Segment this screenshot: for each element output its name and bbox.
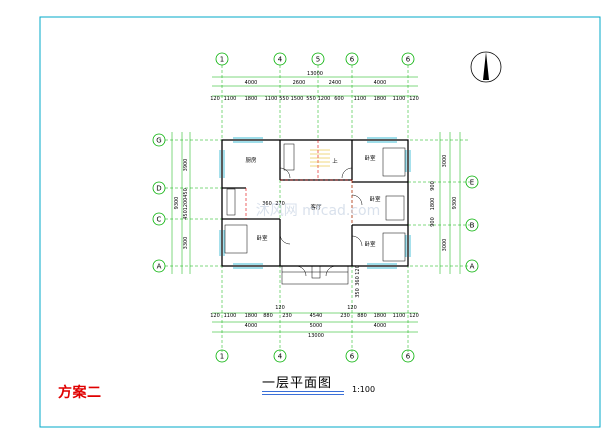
dim-right-0: 3000: [442, 155, 448, 168]
dim-top-c: 2400: [329, 80, 342, 86]
dim-right-2: 1800: [430, 198, 436, 211]
north-arrow-icon: [470, 51, 502, 83]
dim-left-5: 9300: [174, 197, 180, 210]
dim-bot1-10: 120: [409, 313, 419, 319]
axis-label-bottom-4: 6: [406, 353, 411, 361]
dim-bot1-2: 1800: [245, 313, 258, 319]
dim-top3-2: 1800: [245, 96, 258, 102]
axis-label-bottom-2: 4: [278, 353, 283, 361]
dim-bot1-8: 1800: [374, 313, 387, 319]
dim-top3-1: 1100: [224, 96, 237, 102]
dim-bot2-0: 4000: [245, 323, 258, 329]
dim-inner-0: 360: [262, 201, 272, 207]
dim-top3-11: 1100: [393, 96, 406, 102]
scheme-label: 方案二: [58, 385, 102, 401]
dim-bot1-9: 1100: [393, 313, 406, 319]
drawing-title: 一层平面图: [262, 376, 333, 391]
dim-bot1-4: 230: [282, 313, 292, 319]
dim-top3-5: 1500: [291, 96, 304, 102]
room-bedroom-ne: 卧室: [364, 154, 376, 162]
room-hall: 客厅: [310, 203, 322, 211]
entrance-steps: [281, 265, 349, 285]
dim-left-2: 1200: [183, 198, 189, 211]
title-underline-2: [262, 394, 344, 395]
room-bedroom-se: 卧室: [364, 240, 376, 248]
door-swings: [279, 167, 363, 277]
watermark: 沐风网 mfcad.com: [256, 203, 381, 219]
dim-top3-9: 1100: [354, 96, 367, 102]
axis-label-top-3: 5: [316, 56, 320, 64]
sheet-frame: [39, 16, 601, 428]
axis-label-right-2: B: [470, 222, 475, 230]
dim-top-a: 4000: [245, 80, 258, 86]
dim-inner-3: 360: [355, 276, 361, 286]
room-kitchen: 厨房: [245, 156, 257, 164]
axis-label-right-3: A: [470, 263, 475, 271]
dim-top3-10: 1800: [374, 96, 387, 102]
red-lines: [245, 140, 353, 225]
dim-right-1: 900: [430, 181, 436, 191]
axis-label-right-1: E: [470, 179, 474, 187]
dim-inner-2: 120: [355, 265, 361, 275]
dim-left-3: 450: [183, 210, 189, 220]
axis-label-left-4: A: [157, 263, 162, 271]
axis-label-top-1: 1: [220, 56, 224, 64]
dim-bot2-1: 5000: [310, 323, 323, 329]
dim-left-0: 3900: [183, 159, 189, 172]
dim-right-3: 900: [430, 217, 436, 227]
drawing-scale: 1:100: [352, 385, 376, 394]
dim-bot2-2: 4000: [374, 323, 387, 329]
dim-bot1-6: 230: [340, 313, 350, 319]
axis-label-bottom-3: 6: [350, 353, 355, 361]
dim-top3-12: 120: [409, 96, 419, 102]
dim-bot3-0: 13000: [308, 333, 324, 339]
dim-top3-0: 120: [210, 96, 220, 102]
axis-label-left-3: C: [157, 216, 162, 224]
dim-bot1-5: 4540: [310, 313, 323, 319]
dim-left-4: 3300: [183, 237, 189, 250]
axis-label-left-2: D: [156, 185, 161, 193]
dim-top3-6: 550: [306, 96, 316, 102]
dim-inner-1: 270: [275, 201, 285, 207]
dim-top3-4: 550: [279, 96, 289, 102]
axis-label-top-4: 6: [350, 56, 355, 64]
axis-label-top-5: 6: [406, 56, 411, 64]
dim-bot1-7: 880: [357, 313, 367, 319]
dim-bot1-1: 1100: [224, 313, 237, 319]
dim-top3-7: 1200: [318, 96, 331, 102]
stair-icon: [310, 149, 330, 167]
dim-bot-small-0: 120: [275, 305, 285, 311]
dim-bot1-3: 880: [263, 313, 273, 319]
dim-right-4: 3000: [442, 239, 448, 252]
dim-top3-3: 1100: [265, 96, 278, 102]
dim-inner-4: 350: [355, 288, 361, 298]
dim-right-5: 9300: [452, 197, 458, 210]
dim-top-total: 13000: [307, 71, 323, 77]
dim-top3-8: 600: [334, 96, 344, 102]
axis-label-top-2: 4: [278, 56, 283, 64]
room-bedroom-nw: 卧室: [256, 234, 268, 242]
stair-up-label: 上: [332, 157, 338, 165]
axis-label-left-1: G: [156, 137, 161, 145]
dim-left-1: 450: [183, 188, 189, 198]
room-bedroom-e: 卧室: [369, 195, 381, 203]
windows: [219, 137, 411, 269]
dim-top-b: 2600: [293, 80, 306, 86]
title-underline: [262, 391, 344, 392]
dim-top-d: 4000: [374, 80, 387, 86]
axis-label-bottom-1: 1: [220, 353, 224, 361]
dim-bot1-0: 120: [210, 313, 220, 319]
dim-bot-small-1: 120: [347, 305, 357, 311]
